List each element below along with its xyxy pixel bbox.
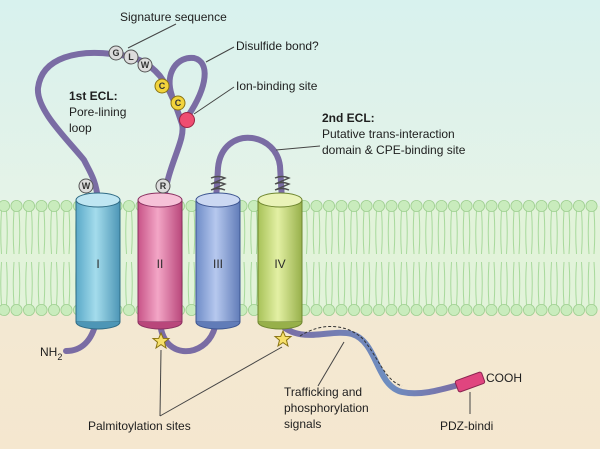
- disulfide-bond-label: Disulfide bond?: [236, 39, 319, 53]
- helix-ii: II: [137, 192, 183, 330]
- second-ecl-line-1: Putative trans-interaction: [322, 127, 455, 141]
- palmitoylation-sites-label: Palmitoylation sites: [88, 419, 191, 433]
- residue-w: W: [137, 57, 153, 73]
- svg-text:C: C: [159, 81, 166, 91]
- second-extracellular-loop: [213, 134, 285, 203]
- residue-c-2: C: [170, 95, 186, 111]
- first-ecl-title: 1st ECL:: [69, 89, 118, 103]
- ion-binding-site-label: Ion-binding site: [236, 79, 318, 93]
- residue-l: L: [123, 49, 139, 65]
- c-terminal-tail: [275, 319, 465, 397]
- helix-iv-label: IV: [274, 257, 285, 271]
- svg-text:R: R: [160, 181, 167, 191]
- leader-lines: [127, 23, 471, 417]
- palmitoylation-star-1: [151, 331, 171, 350]
- svg-text:G: G: [112, 48, 119, 58]
- svg-text:W: W: [141, 60, 150, 70]
- residue-c-1: C: [154, 78, 170, 94]
- helix-iii-label: III: [213, 257, 223, 271]
- helix-coil-right: [274, 175, 291, 191]
- svg-text:L: L: [128, 52, 134, 62]
- helix-iv: IV: [257, 192, 303, 330]
- second-ecl-line-2: domain & CPE-binding site: [322, 143, 466, 157]
- n-terminus-label: NH2: [40, 345, 62, 362]
- palmitoylation-star-2: [273, 329, 293, 348]
- ion-binding-residue: [179, 112, 195, 128]
- first-ecl-line-1: Pore-lining: [69, 105, 126, 119]
- residue-w-helix-i: W: [78, 178, 94, 194]
- pdz-binding-block: [454, 371, 486, 393]
- residue-g: G: [108, 45, 124, 61]
- svg-text:C: C: [175, 98, 182, 108]
- helix-ii-label: II: [157, 257, 164, 271]
- second-ecl-title: 2nd ECL:: [322, 111, 375, 125]
- residue-r-helix-ii: R: [155, 178, 171, 194]
- helix-iii: III: [195, 192, 241, 330]
- trafficking-label-line-2: phosphorylation: [284, 401, 369, 415]
- pdz-binding-label: PDZ-bindi: [440, 419, 493, 433]
- helix-i: I: [75, 192, 121, 330]
- signature-sequence-label: Signature sequence: [120, 10, 227, 24]
- trafficking-region-outline: [299, 325, 403, 387]
- trafficking-label-line-1: Trafficking and: [284, 385, 362, 399]
- svg-text:W: W: [82, 181, 91, 191]
- trafficking-label-line-3: signals: [284, 417, 321, 431]
- disulfide-hairpin: [166, 54, 208, 119]
- helix-coil-left: [210, 175, 227, 191]
- first-ecl-line-2: loop: [69, 121, 92, 135]
- c-terminus-label: COOH: [486, 371, 522, 385]
- helix-i-label: I: [96, 257, 99, 271]
